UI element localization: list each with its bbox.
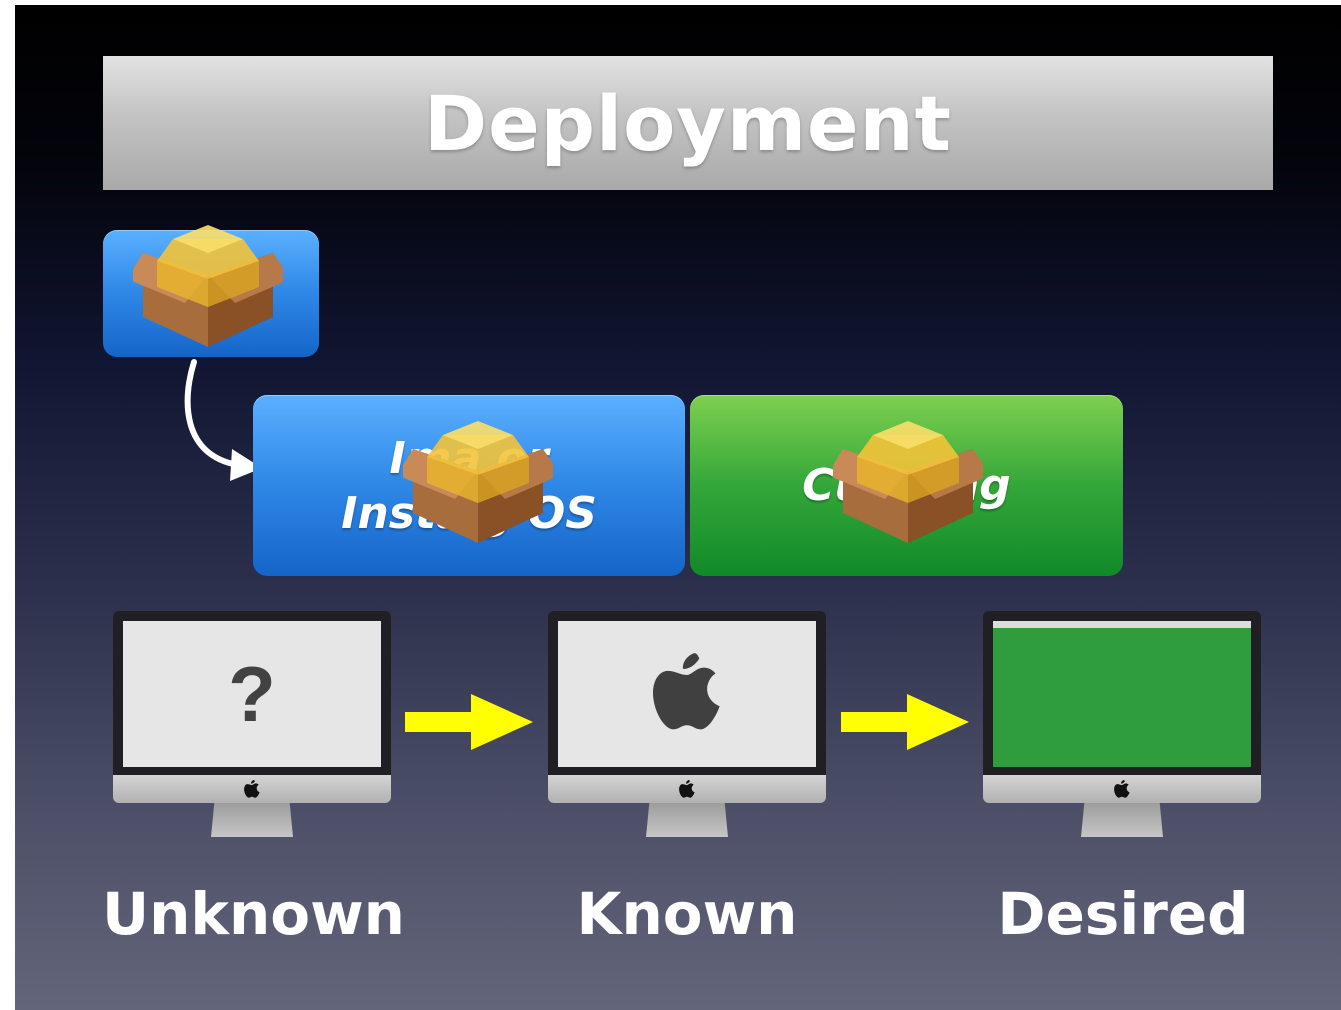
menu-bar-strip bbox=[993, 621, 1251, 628]
arrow-right-icon bbox=[405, 694, 533, 750]
monitor-screen bbox=[993, 621, 1251, 767]
monitor-stand bbox=[646, 803, 728, 837]
monitor-desired bbox=[983, 611, 1261, 837]
monitor-bezel bbox=[548, 611, 826, 775]
apple-logo-icon bbox=[653, 653, 720, 730]
curved-arrow-icon bbox=[184, 359, 262, 481]
monitor-bezel bbox=[983, 611, 1261, 775]
slide: Deployment C n Ima or Insta g OS Cus zin… bbox=[15, 5, 1341, 1010]
monitor-chin bbox=[983, 775, 1261, 803]
installer-package-icon bbox=[403, 413, 553, 563]
monitor-chin bbox=[548, 775, 826, 803]
slide-title: Deployment bbox=[423, 78, 952, 168]
monitor-screen bbox=[558, 621, 816, 767]
apple-logo-icon bbox=[1114, 779, 1130, 798]
arrow-right-icon bbox=[841, 694, 969, 750]
question-mark-icon: ? bbox=[228, 650, 276, 738]
installer-package-icon bbox=[833, 413, 983, 563]
monitor-unknown: ? bbox=[113, 611, 391, 837]
state-label-desired: Desired bbox=[997, 880, 1249, 948]
state-label-unknown: Unknown bbox=[102, 880, 405, 948]
monitor-chin bbox=[113, 775, 391, 803]
monitor-stand bbox=[211, 803, 293, 837]
state-label-known: Known bbox=[576, 880, 798, 948]
apple-logo-icon bbox=[244, 779, 260, 798]
monitor-stand bbox=[1081, 803, 1163, 837]
title-bar: Deployment bbox=[103, 56, 1273, 190]
installer-package-icon bbox=[133, 217, 283, 367]
apple-logo-icon bbox=[679, 779, 695, 798]
monitor-known bbox=[548, 611, 826, 837]
monitor-screen: ? bbox=[123, 621, 381, 767]
monitor-bezel: ? bbox=[113, 611, 391, 775]
